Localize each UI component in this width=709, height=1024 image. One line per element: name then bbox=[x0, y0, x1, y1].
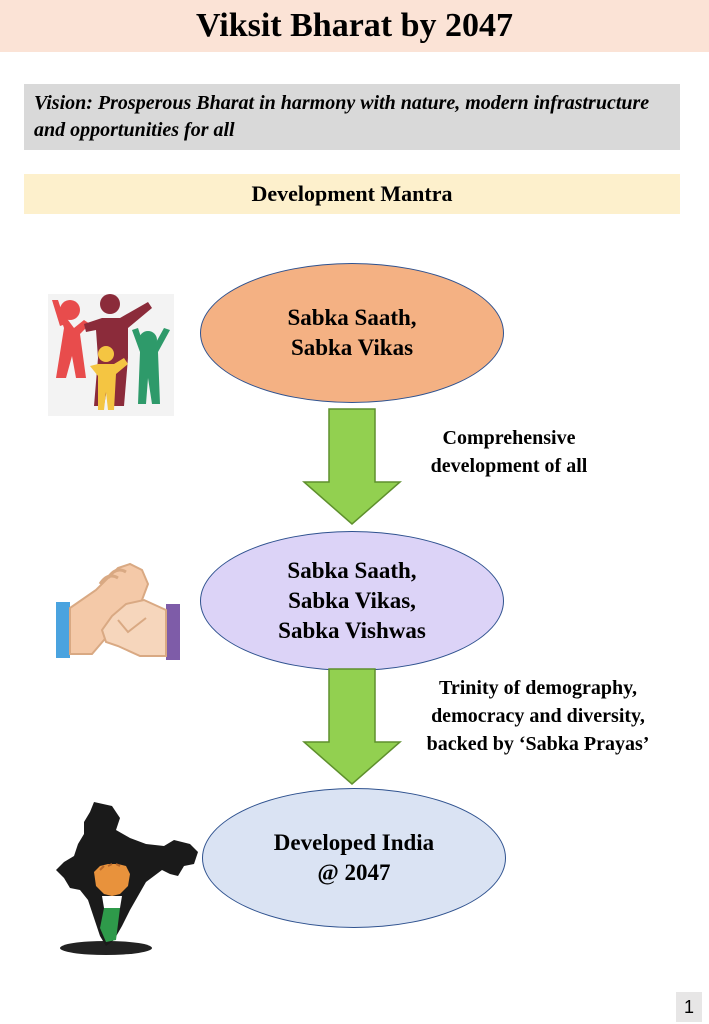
node-label-line: Sabka Vikas bbox=[290, 335, 414, 360]
node-label-line: @ 2047 bbox=[317, 860, 391, 885]
family-icon bbox=[48, 294, 174, 416]
vision-statement: Vision: Prosperous Bharat in harmony wit… bbox=[24, 84, 680, 150]
edge-label-line: democracy and diversity, bbox=[431, 705, 645, 727]
edge-label-line: Comprehensive bbox=[442, 427, 576, 449]
page-title: Viksit Bharat by 2047 bbox=[0, 0, 709, 52]
node-label-line: Sabka Saath, bbox=[287, 305, 417, 330]
edge-label-line: Trinity of demography, bbox=[439, 677, 637, 699]
down-arrow-1 bbox=[302, 408, 402, 525]
edge-label-comprehensive-development: Comprehensive development of all bbox=[404, 424, 614, 480]
node-sabka-saath-sabka-vikas: Sabka Saath, Sabka Vikas bbox=[200, 263, 504, 403]
development-mantra-heading: Development Mantra bbox=[24, 174, 680, 214]
node-label-line: Developed India bbox=[273, 830, 435, 855]
node-developed-india-2047: Developed India @ 2047 bbox=[202, 788, 506, 928]
edge-label-trinity: Trinity of demography, democracy and div… bbox=[396, 674, 680, 758]
node-label-line: Sabka Vikas, bbox=[288, 588, 416, 613]
node-label-line: Sabka Saath, bbox=[287, 558, 417, 583]
india-map-icon bbox=[56, 802, 198, 955]
edge-label-line: backed by ‘Sabka Prayas’ bbox=[426, 733, 650, 755]
handshake-icon bbox=[56, 562, 180, 660]
node-label-line: Sabka Vishwas bbox=[278, 618, 426, 643]
down-arrow-2 bbox=[302, 668, 402, 785]
page-number: 1 bbox=[676, 992, 702, 1022]
edge-label-line: development of all bbox=[430, 455, 588, 477]
node-sabka-vishwas: Sabka Saath, Sabka Vikas, Sabka Vishwas bbox=[200, 531, 504, 671]
